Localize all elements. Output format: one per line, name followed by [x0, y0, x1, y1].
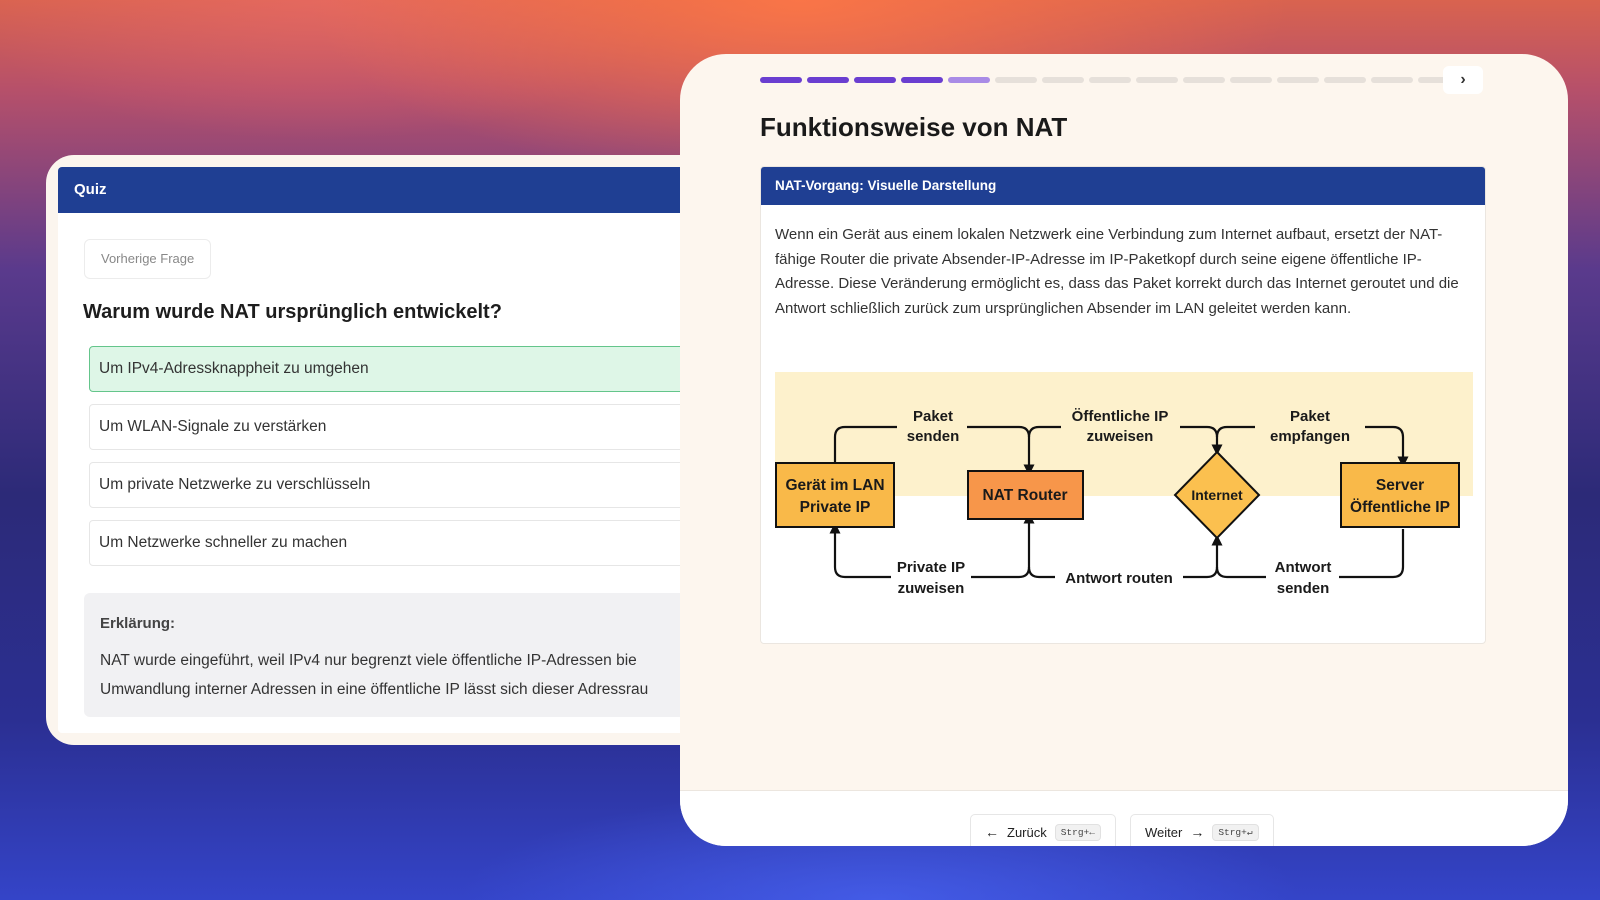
- label-send-1: Paket: [913, 408, 953, 425]
- flow-assign-private-arrow: [829, 522, 891, 579]
- label-send-2: senden: [907, 428, 960, 445]
- quiz-card: Quiz Vorherige Frage Warum wurde NAT urs…: [46, 155, 746, 745]
- progress-segment: [1089, 77, 1131, 83]
- flow-assign-private-line: [971, 566, 1031, 579]
- lan-node-line-2: Private IP: [800, 499, 871, 516]
- progress-segment: [1183, 77, 1225, 83]
- flow-receive-arrow: [1365, 425, 1409, 468]
- label-receive-2: empfangen: [1270, 428, 1350, 445]
- nat-router-node: [967, 470, 1084, 520]
- progress-segment: [1371, 77, 1413, 83]
- panel-text: Wenn ein Gerät aus einem lokalen Netzwer…: [775, 226, 1459, 317]
- internet-node: [1173, 450, 1261, 540]
- next-shortcut: Strg+↵: [1212, 823, 1259, 841]
- progress-segment: [1042, 77, 1084, 83]
- lesson-progress-bar: [760, 77, 1460, 83]
- server-node-line-2: Öffentliche IP: [1350, 499, 1450, 516]
- answer-option-1[interactable]: Um IPv4-Adressknappheit zu umgehen: [89, 346, 746, 392]
- progress-segment: [760, 77, 802, 83]
- label-assign-public-2: zuweisen: [1087, 428, 1154, 445]
- lan-node-line-1: Gerät im LAN: [785, 477, 884, 494]
- flow-receive-line: [1215, 425, 1255, 438]
- footer-divider: [680, 790, 1568, 791]
- label-send-reply-2: senden: [1277, 580, 1330, 597]
- chevron-right-icon[interactable]: ›: [1443, 66, 1483, 94]
- label-send-reply-1: Antwort: [1275, 559, 1332, 576]
- progress-segment: [1277, 77, 1319, 83]
- answer-option-4[interactable]: Um Netzwerke schneller zu machen: [89, 520, 746, 566]
- progress-segment: [1418, 77, 1460, 83]
- flow-route-reply-line: [1183, 566, 1219, 579]
- previous-question-button[interactable]: Vorherige Frage: [84, 239, 212, 279]
- answer-option-2[interactable]: Um WLAN-Signale zu verstärken: [89, 404, 746, 450]
- back-button-label: Zurück: [1007, 824, 1047, 840]
- flow-send-reply-arrow: [1211, 534, 1266, 579]
- nat-panel: NAT-Vorgang: Visuelle Darstellung Wenn e…: [760, 166, 1486, 644]
- label-assign-private-1: Private IP: [897, 559, 965, 576]
- explanation-line-2: Umwandlung interner Adressen in eine öff…: [100, 681, 649, 698]
- quiz-header: Quiz: [58, 167, 746, 213]
- progress-segment: [1324, 77, 1366, 83]
- answer-option-3[interactable]: Um private Netzwerke zu verschlüsseln: [89, 462, 746, 508]
- quiz-panel: Quiz Vorherige Frage Warum wurde NAT urs…: [58, 167, 746, 733]
- next-button[interactable]: Weiter → Strg+↵: [1130, 814, 1274, 846]
- flow-assign-public-line: [1027, 425, 1061, 438]
- label-receive-1: Paket: [1290, 408, 1330, 425]
- label-assign-public-1: Öffentliche IP: [1072, 408, 1169, 425]
- progress-segment: [1136, 77, 1178, 83]
- progress-segment: [995, 77, 1037, 83]
- progress-segment: [948, 77, 990, 83]
- progress-segment: [854, 77, 896, 83]
- progress-segment: [901, 77, 943, 83]
- progress-segment: [807, 77, 849, 83]
- lesson-title: Funktionsweise von NAT: [760, 112, 1068, 142]
- flow-send-line: [833, 425, 897, 463]
- lan-device-node: [775, 462, 895, 528]
- internet-node-label: Internet: [1191, 487, 1243, 503]
- panel-header: NAT-Vorgang: Visuelle Darstellung: [761, 167, 1485, 205]
- server-node: [1340, 462, 1460, 528]
- progress-segment: [1230, 77, 1272, 83]
- next-button-label: Weiter: [1145, 824, 1183, 840]
- arrow-left-icon: ←: [985, 824, 999, 840]
- back-shortcut: Strg+←: [1054, 823, 1101, 841]
- label-route-reply: Antwort routen: [1065, 570, 1172, 587]
- label-assign-private-2: zuweisen: [898, 580, 965, 597]
- arrow-right-icon: →: [1190, 824, 1205, 840]
- explanation-title: Erklärung:: [100, 615, 176, 632]
- explanation-line-1: NAT wurde eingeführt, weil IPv4 nur begr…: [100, 652, 637, 669]
- flow-route-reply-arrow: [1023, 512, 1055, 579]
- lesson-card: › Funktionsweise von NAT NAT-Vorgang: Vi…: [680, 54, 1568, 846]
- nat-flow-diagram: Gerät im LAN Private IP NAT Router Inter…: [775, 372, 1473, 597]
- explanation-box: Erklärung: NAT wurde eingeführt, weil IP…: [84, 593, 746, 717]
- quiz-question: Warum wurde NAT ursprünglich entwickelt?: [83, 301, 502, 323]
- back-button[interactable]: ← Zurück Strg+←: [970, 814, 1116, 846]
- router-node-label: NAT Router: [983, 487, 1068, 504]
- server-node-line-1: Server: [1376, 477, 1424, 494]
- flow-send-reply-line: [1339, 529, 1405, 579]
- lesson-footer: [680, 791, 1568, 846]
